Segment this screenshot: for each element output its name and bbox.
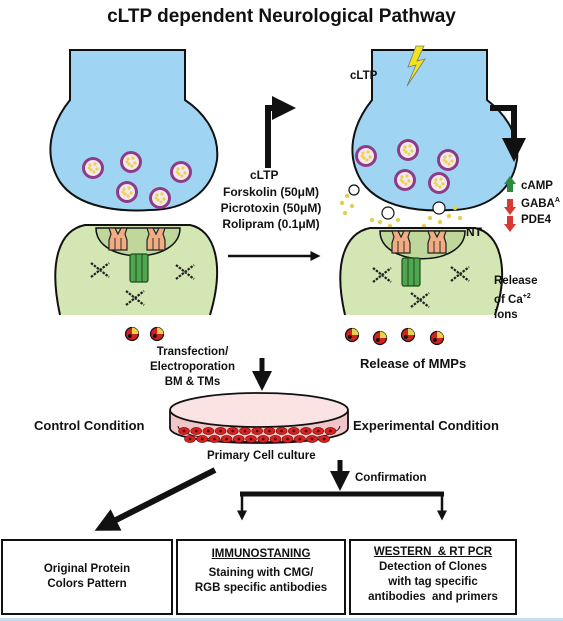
transfection-line: Transfection/ <box>156 346 229 358</box>
release-ca-line: ions <box>494 308 518 321</box>
treatment-line: Rolipram (0.1μM) <box>222 217 320 231</box>
culture-cell-nucleus <box>243 429 247 433</box>
release-ca-line: Release <box>494 275 538 287</box>
cltp-hook-arrow <box>265 96 296 168</box>
culture-cell-nucleus <box>255 429 259 433</box>
treatment-line: Picrotoxin (50μM) <box>220 201 322 215</box>
gaba-down-arrow <box>504 199 516 215</box>
primary-culture-label: Primary Cell culture <box>207 450 316 462</box>
culture-cell-nucleus <box>207 429 210 433</box>
box-line: Staining with CMG/ <box>208 567 314 579</box>
culture-cell-nucleus <box>261 437 265 441</box>
culture-cell-nucleus <box>249 437 253 441</box>
culture-cell-nucleus <box>182 429 186 433</box>
transfection-line: BM & TMs <box>164 376 221 388</box>
culture-cell-nucleus <box>231 429 235 433</box>
release-ca-line: of Ca+2 <box>494 289 537 308</box>
culture-cell-nucleus <box>286 437 289 441</box>
box-line: Detection of Clones <box>379 561 487 573</box>
culture-cell-nucleus <box>213 437 216 441</box>
culture-cell-nucleus <box>225 437 229 441</box>
original-protein-box: Original Protein Colors Pattern <box>1 539 173 615</box>
gaba-label: GABAA <box>521 197 560 210</box>
pde4-label: PDE4 <box>521 214 552 226</box>
release-ca-label: Release of Ca+2 ions <box>494 274 537 323</box>
original-colors-arrow <box>94 467 217 531</box>
culture-cell-nucleus <box>304 429 308 433</box>
culture-cell-nucleus <box>200 437 204 441</box>
camp-label: cAMP <box>521 180 553 192</box>
gaba-text: GABA <box>521 197 555 210</box>
ca-superscript: +2 <box>522 293 531 300</box>
culture-cell-nucleus <box>268 429 271 433</box>
experimental-condition-label: Experimental Condition <box>353 418 499 433</box>
left-postsynaptic-terminal <box>54 224 218 316</box>
treatment-list: Forskolin (50μM) Picrotoxin (50μM) Rolip… <box>216 184 326 232</box>
bottom-bar <box>0 618 563 621</box>
treatment-heading: cLTP <box>250 168 279 182</box>
nt-label: NT <box>466 225 482 239</box>
camp-up-arrow <box>504 176 516 192</box>
western-rtpcr-box: WESTERN & RT PCR Detection of Clones wit… <box>349 539 517 615</box>
confirmation-bracket <box>237 491 447 521</box>
treatment-line: Forskolin (50μM) <box>222 185 320 199</box>
culture-cell-nucleus <box>219 429 223 433</box>
box-line: with tag specific <box>388 576 478 588</box>
culture-cell-nucleus <box>188 437 192 441</box>
cultured-cells <box>178 427 337 443</box>
box-line: antibodies and primers <box>368 591 498 603</box>
control-condition-label: Control Condition <box>34 418 145 433</box>
culture-cell-nucleus <box>237 437 241 441</box>
transfection-line: Electroporation <box>150 361 235 373</box>
box-line: RGB specific antibodies <box>194 582 328 594</box>
confirmation-label: Confirmation <box>355 472 427 484</box>
vesicle-fusion <box>348 184 446 220</box>
culture-cell-nucleus <box>274 437 277 441</box>
culture-cell-nucleus <box>280 429 283 433</box>
box-heading: IMMUNOSTANING <box>211 548 311 560</box>
gaba-superscript: A <box>554 197 560 204</box>
right-curved-arrow <box>490 105 526 162</box>
right-tags <box>344 327 445 346</box>
box-heading: WESTERN & RT PCR <box>373 546 493 558</box>
cltp-stimulus-label: cLTP <box>350 70 378 82</box>
release-ca-text: of Ca <box>494 293 523 306</box>
box-line: Original Protein <box>43 563 131 575</box>
pde4-down-arrow <box>504 216 516 232</box>
immunostaining-box: IMMUNOSTANING Staining with CMG/ RGB spe… <box>176 539 346 615</box>
culture-cell-nucleus <box>194 429 198 433</box>
lightning-icon <box>406 45 426 87</box>
right-postsynaptic-terminal <box>339 227 503 316</box>
culture-cell-nucleus <box>316 429 320 433</box>
page-title: cLTP dependent Neurological Pathway <box>107 6 456 27</box>
release-mmps-label: Release of MMPs <box>360 356 467 371</box>
culture-cell-nucleus <box>292 429 296 433</box>
transfection-label: Transfection/ Electroporation BM & TMs <box>150 345 235 390</box>
left-tags <box>124 326 165 342</box>
petri-dish <box>169 392 349 444</box>
released-neurotransmitters <box>339 193 463 229</box>
culture-cell-nucleus <box>329 429 332 433</box>
culture-cell-nucleus <box>310 437 314 441</box>
culture-cell-nucleus <box>298 437 302 441</box>
box-line: Colors Pattern <box>47 578 127 590</box>
culture-cell-nucleus <box>322 437 326 441</box>
